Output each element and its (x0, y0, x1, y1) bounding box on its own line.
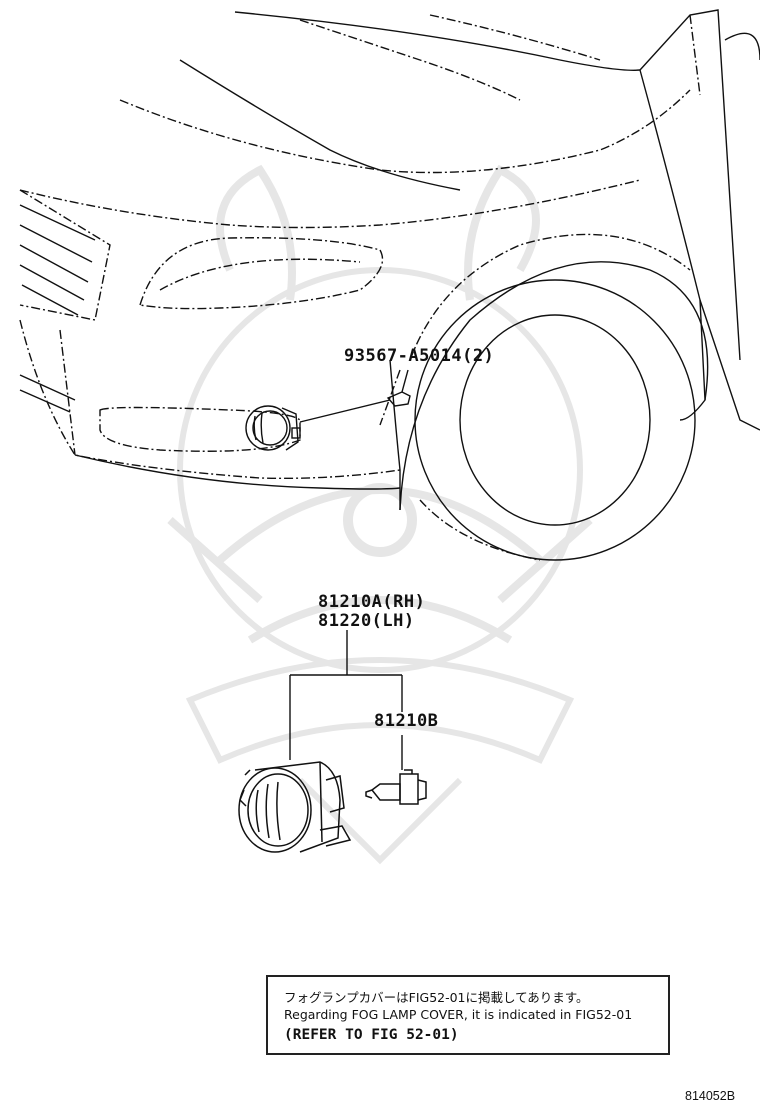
clip-part-number: 93567-A5014(2) (344, 346, 495, 366)
bulb-part-number: 81210B (374, 711, 439, 731)
clip-part (299, 369, 411, 423)
fog-lamp-part (238, 761, 352, 853)
note-reference: (REFER TO FIG 52-01) (284, 1027, 459, 1043)
fog-lamp-rh-part-number: 81210A(RH) (318, 592, 426, 612)
note-english: Regarding FOG LAMP COVER, it is indicate… (284, 1007, 633, 1022)
bulb-part (365, 769, 427, 805)
note-japanese: フォグランプカバーはFIG52-01に掲載してあります。 (284, 990, 589, 1005)
fog-lamp-lh-part-number: 81220(LH) (318, 611, 415, 631)
watermark-emblem (167, 164, 593, 865)
reference-note: フォグランプカバーはFIG52-01に掲載してあります。 Regarding F… (266, 975, 670, 1055)
leader-lines (289, 630, 403, 770)
car-body-outline (19, 9, 760, 561)
installed-fog-lamp (245, 405, 301, 451)
figure-id: 814052B (685, 1089, 736, 1103)
